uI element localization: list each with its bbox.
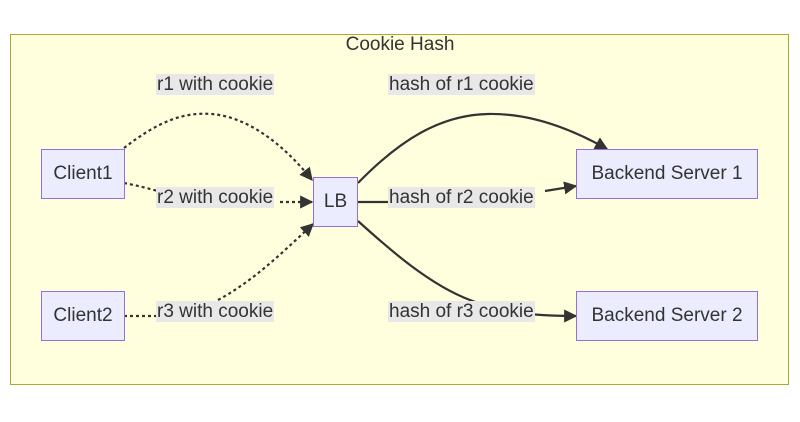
edge-lb-backend2-h2 bbox=[358, 186, 576, 204]
node-backend-server-2: Backend Server 2 bbox=[576, 291, 758, 341]
node-lb: LB bbox=[313, 177, 358, 227]
edge-client1-lb-r2 bbox=[123, 181, 312, 202]
edge-label-r2: r2 with cookie bbox=[156, 187, 275, 208]
node-lb-label: LB bbox=[323, 191, 348, 212]
cluster-title: Cookie Hash bbox=[345, 34, 455, 55]
node-client1: Client1 bbox=[41, 149, 125, 199]
edge-label-h1: hash of r1 cookie bbox=[388, 74, 535, 95]
edge-label-h3: hash of r3 cookie bbox=[388, 301, 535, 322]
edge-client1-lb-r1 bbox=[123, 112, 313, 182]
edge-lb-backend2-h3 bbox=[357, 220, 578, 323]
edge-label-r1: r1 with cookie bbox=[156, 74, 275, 95]
node-backend-server-2-label: Backend Server 2 bbox=[591, 305, 743, 326]
edge-client2-lb-r3 bbox=[124, 224, 313, 318]
edge-label-r3: r3 with cookie bbox=[156, 301, 275, 322]
node-backend-server-1: Backend Server 1 bbox=[576, 149, 758, 199]
node-client1-label: Client1 bbox=[53, 163, 113, 184]
node-backend-server-1-label: Backend Server 1 bbox=[591, 163, 743, 184]
node-client2-label: Client2 bbox=[53, 305, 113, 326]
edge-lb-backend1-h1 bbox=[357, 112, 609, 184]
edge-label-h2: hash of r2 cookie bbox=[388, 187, 535, 208]
node-client2: Client2 bbox=[41, 291, 125, 341]
